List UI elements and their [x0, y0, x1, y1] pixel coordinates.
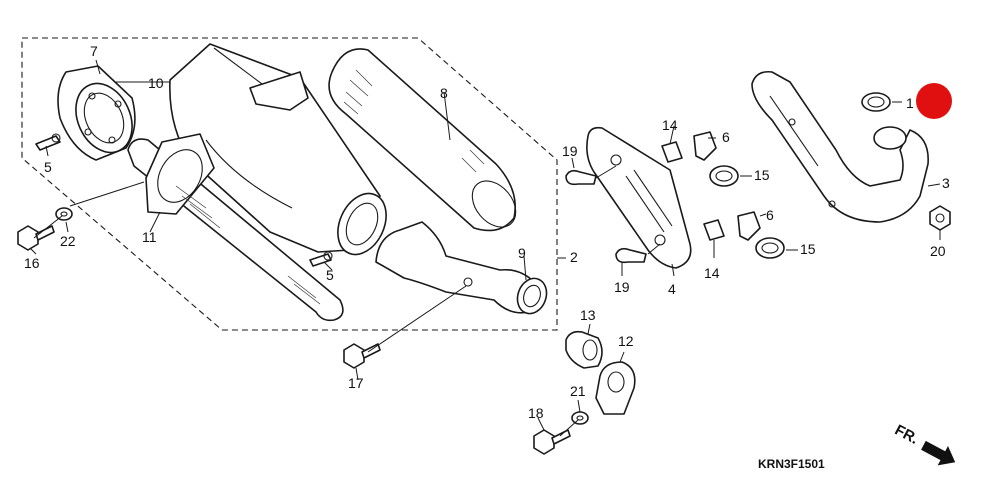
callout-5-lower: 5 — [326, 267, 334, 283]
callout-1: 1 — [906, 95, 914, 111]
bracket-6-lower-part[interactable] — [737, 211, 761, 241]
clamp-15-lower-part[interactable] — [755, 237, 785, 259]
callout-6-upper: 6 — [722, 129, 730, 145]
bracket-6-upper-part[interactable] — [693, 131, 717, 161]
washer-21-part[interactable] — [571, 411, 589, 425]
leader-lines — [29, 59, 941, 437]
muffler-assembly-boundary — [21, 37, 558, 331]
bolt-19-upper-part[interactable] — [565, 169, 597, 186]
callout-18: 18 — [528, 405, 544, 421]
callout-8: 8 — [440, 85, 448, 101]
muffler-cover-part[interactable] — [328, 48, 524, 236]
callout-9: 9 — [518, 245, 526, 261]
inner-pipe-part[interactable] — [127, 133, 344, 322]
callout-4: 4 — [668, 281, 676, 297]
bolt-part-upper[interactable] — [35, 133, 61, 151]
bolt-16-part[interactable] — [17, 225, 55, 251]
highlight-marker — [916, 83, 952, 119]
collar-14-upper-part[interactable] — [661, 141, 683, 163]
bolt-18-part[interactable] — [533, 429, 571, 455]
callout-20: 20 — [930, 243, 946, 259]
callout-15-lower: 15 — [800, 241, 816, 257]
front-arrow-icon — [921, 440, 956, 466]
gasket-13-part[interactable] — [565, 330, 603, 369]
front-label: FR. — [892, 421, 921, 447]
callout-5-upper: 5 — [44, 159, 52, 175]
callout-3: 3 — [942, 175, 950, 191]
callout-2: 2 — [570, 249, 578, 265]
exhaust-gasket-part[interactable] — [861, 92, 891, 112]
callout-22: 22 — [60, 233, 76, 249]
exhaust-pipe-part[interactable] — [751, 70, 929, 223]
bolt-17-part[interactable] — [343, 343, 381, 369]
callout-15-upper: 15 — [754, 167, 770, 183]
callout-19-lower: 19 — [614, 279, 630, 295]
front-direction-indicator: FR. — [892, 421, 956, 466]
band-12-part[interactable] — [595, 361, 636, 415]
callout-16: 16 — [24, 255, 40, 271]
bolt-part-lower[interactable] — [309, 251, 333, 267]
end-cap-part[interactable] — [57, 65, 143, 162]
callout-17: 17 — [348, 375, 364, 391]
diagram-code: KRN3F1501 — [758, 457, 825, 471]
callout-13: 13 — [580, 307, 596, 323]
collar-14-lower-part[interactable] — [703, 219, 725, 241]
nut-20-part[interactable] — [929, 205, 951, 231]
clamp-15-upper-part[interactable] — [709, 165, 739, 187]
heat-protector-part[interactable] — [586, 126, 692, 269]
callout-6-lower: 6 — [766, 207, 774, 223]
callout-12: 12 — [618, 333, 634, 349]
link-pipe-part[interactable] — [375, 221, 551, 318]
callout-21: 21 — [570, 383, 586, 399]
callout-7: 7 — [90, 43, 98, 59]
callout-14-upper: 14 — [662, 117, 678, 133]
muffler-body-part[interactable] — [169, 43, 396, 262]
callout-14-lower: 14 — [704, 265, 720, 281]
callout-19-upper: 19 — [562, 143, 578, 159]
callout-11: 11 — [142, 229, 157, 245]
bolt-19-lower-part[interactable] — [615, 247, 647, 264]
callout-10: 10 — [148, 75, 164, 91]
